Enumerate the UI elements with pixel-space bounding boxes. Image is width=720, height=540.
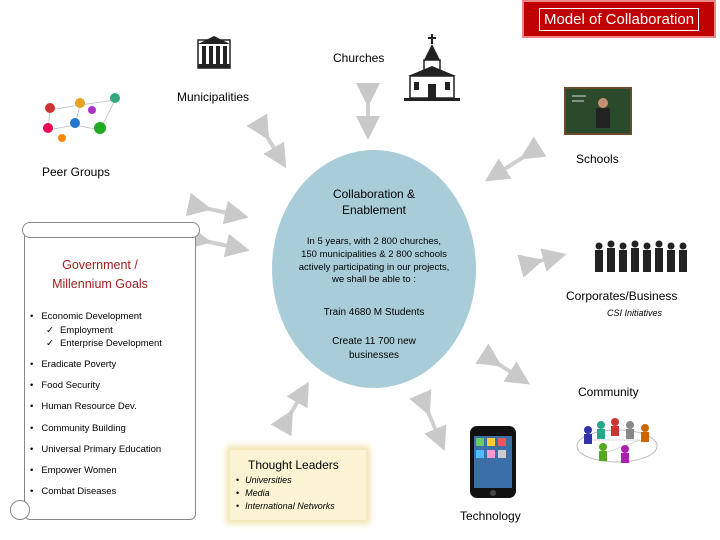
phone-icon xyxy=(470,426,516,498)
thought-leader-item: Universities xyxy=(236,475,292,485)
gov-item: Eradicate Poverty xyxy=(30,359,116,370)
arrow-technology xyxy=(409,389,447,452)
columns-icon xyxy=(197,36,231,69)
label-municipalities: Municipalities xyxy=(177,90,250,104)
thought-leader-item: International Networks xyxy=(236,501,335,511)
title-banner: Model of Collaboration xyxy=(522,0,716,38)
community-network-icon xyxy=(576,418,658,463)
label-peer-groups: Peer Groups xyxy=(42,165,111,179)
gov-item: Food Security xyxy=(30,380,100,391)
government-title: Government / Millennium Goals xyxy=(30,256,170,295)
people-network-icon xyxy=(43,93,120,142)
label-community: Community xyxy=(578,385,639,399)
scroll-roll-top xyxy=(22,222,200,238)
label-csi: CSI Initiatives xyxy=(607,308,663,318)
teacher-icon xyxy=(564,87,632,135)
gov-subitem-enterprise: Enterprise Development xyxy=(46,338,162,349)
gov-subitem-employment: Employment xyxy=(46,325,113,336)
gov-item: Human Resource Dev. xyxy=(30,401,136,412)
gov-item: Combat Diseases xyxy=(30,486,116,497)
gov-item: Universal Primary Education xyxy=(30,444,161,455)
arrow-municipalities xyxy=(246,113,287,169)
church-icon xyxy=(404,34,460,101)
gov-item-economic: Economic Development xyxy=(30,311,141,322)
business-people-icon xyxy=(595,240,687,272)
government-title-line2: Millennium Goals xyxy=(52,277,148,292)
scroll-roll-bottom xyxy=(10,500,30,520)
arrow-thought-leaders xyxy=(270,381,309,437)
government-title-line1: Government / xyxy=(62,258,138,272)
label-churches: Churches xyxy=(333,51,385,65)
diagram-title: Model of Collaboration xyxy=(538,8,700,31)
label-technology: Technology xyxy=(460,509,521,523)
center-goal-businesses: Create 11 700 new businesses xyxy=(332,336,416,361)
label-corporates: Corporates/Business xyxy=(566,289,678,303)
arrow-corporates xyxy=(517,248,567,278)
center-intro: In 5 years, with 2 800 churches, 150 mun… xyxy=(298,236,450,286)
arrow-community xyxy=(475,343,531,385)
center-heading: Collaboration & Enablement xyxy=(332,187,416,218)
thought-leaders-title: Thought Leaders xyxy=(248,458,339,472)
thought-leader-item: Media xyxy=(236,488,270,498)
arrow-government xyxy=(185,225,250,258)
center-goal-students: Train 4680 M Students xyxy=(323,307,425,318)
center-circle: Collaboration & Enablement In 5 years, w… xyxy=(272,150,476,388)
gov-item: Empower Women xyxy=(30,465,116,476)
arrow-schools xyxy=(484,136,547,182)
gov-item: Community Building xyxy=(30,423,125,434)
label-schools: Schools xyxy=(576,152,619,166)
arrow-peer-groups xyxy=(185,192,249,225)
